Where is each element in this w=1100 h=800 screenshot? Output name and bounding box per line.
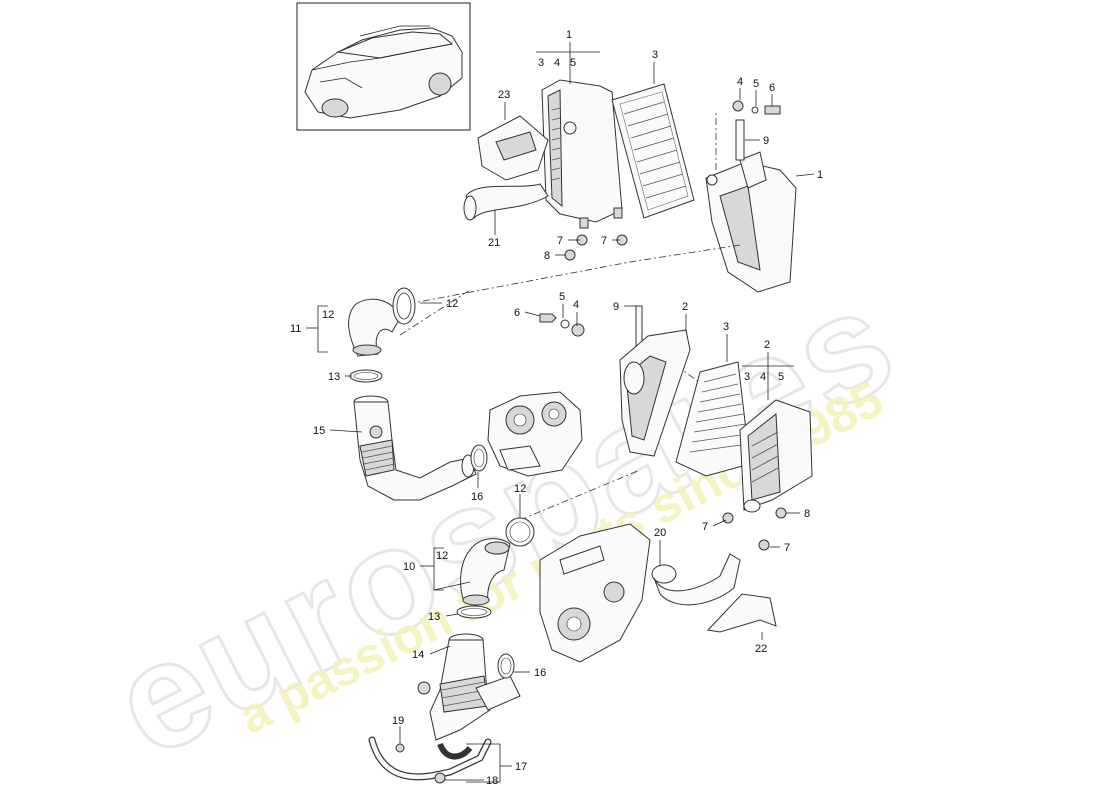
callout-15: 15: [313, 425, 325, 437]
callout-8-b: 8: [804, 508, 810, 520]
car-icon: [304, 25, 463, 119]
callout-9-top: 9: [763, 135, 769, 147]
callout-1-sub-4: 4: [554, 57, 560, 69]
callout-11: 11: [290, 323, 301, 335]
callout-6-top: 6: [769, 82, 775, 94]
callout-7-d: 7: [784, 542, 790, 554]
callout-16-a: 16: [471, 491, 483, 503]
hardware-middle: [539, 305, 643, 347]
callout-14: 14: [412, 649, 424, 661]
coolant-hose-17: [368, 736, 492, 784]
callout-19: 19: [392, 715, 404, 727]
callout-2-sub-4: 4: [760, 371, 766, 383]
vehicle-thumbnail: [296, 2, 471, 131]
callout-4-mid: 4: [573, 299, 579, 311]
callout-12-lower: 12: [514, 483, 526, 495]
callout-22: 22: [755, 643, 767, 655]
air-filter-element-lower: [675, 361, 751, 477]
seal-ring-12-lower: [505, 517, 535, 547]
intake-pipe-14: [417, 633, 521, 741]
callout-7-c: 7: [702, 521, 708, 533]
intake-pipe-15: [353, 395, 477, 501]
callout-7-a: 7: [557, 235, 563, 247]
callout-1-sub-3: 3: [538, 57, 544, 69]
callout-10: 10: [403, 561, 415, 573]
callout-2-right: 2: [764, 339, 770, 351]
seal-ring-16-upper: [470, 444, 488, 472]
callout-7-b: 7: [601, 235, 607, 247]
air-filter-element-upper: [611, 83, 695, 219]
callout-6-mid: 6: [514, 307, 520, 319]
hose-clamp-13-upper: [349, 369, 383, 383]
callout-5-top: 5: [753, 78, 759, 90]
callout-1-right: 1: [817, 169, 823, 181]
hose-clamp-13-lower: [456, 605, 492, 619]
callout-20: 20: [654, 527, 666, 539]
callout-1-sub-5: 5: [570, 57, 576, 69]
callout-16-b: 16: [534, 667, 546, 679]
callout-21: 21: [488, 237, 500, 249]
callout-2-mid: 2: [682, 301, 688, 313]
air-filter-housing-lower-right: [722, 399, 813, 551]
callout-3-top: 3: [652, 49, 658, 61]
callout-13-a: 13: [328, 371, 340, 383]
leader-lines: [306, 42, 815, 783]
intake-elbow-10: [460, 538, 511, 606]
turbocharger-lower: [539, 523, 651, 663]
callout-12-ring: 12: [446, 298, 458, 310]
callout-8-a: 8: [544, 250, 550, 262]
air-filter-housing-right: [705, 119, 797, 293]
watermark: eurospares a passion for parts since 198…: [87, 252, 923, 790]
callout-labels: 1 3 4 5 3 23 21 7 7 8 4 5 6 9 1 11 12 12…: [290, 29, 823, 787]
callout-12-bracket: 12: [322, 309, 334, 321]
callout-1-top: 1: [566, 29, 572, 41]
callout-4-top: 4: [737, 76, 743, 88]
intake-duct-upper: [463, 115, 549, 221]
callout-17: 17: [515, 761, 527, 773]
air-filter-housing-lower: [619, 329, 691, 457]
callout-13-b: 13: [428, 611, 440, 623]
watermark-brand: eurospares: [88, 253, 921, 788]
callout-9-mid: 9: [613, 301, 619, 313]
callout-2-sub-3: 3: [744, 371, 750, 383]
callout-2-sub-5: 5: [778, 371, 784, 383]
hardware-upper-right: [564, 100, 781, 261]
intake-duct-lower: [651, 553, 777, 633]
callout-18: 18: [486, 775, 498, 787]
callout-3-mid: 3: [723, 321, 729, 333]
intake-elbow-11: [348, 287, 416, 357]
seal-ring-16-lower: [497, 653, 515, 679]
callout-12-bracket-2: 12: [436, 550, 448, 562]
callout-23: 23: [498, 89, 510, 101]
air-filter-housing-upper: [541, 79, 623, 229]
turbocharger-upper: [487, 391, 583, 477]
callout-5-mid: 5: [559, 291, 565, 303]
